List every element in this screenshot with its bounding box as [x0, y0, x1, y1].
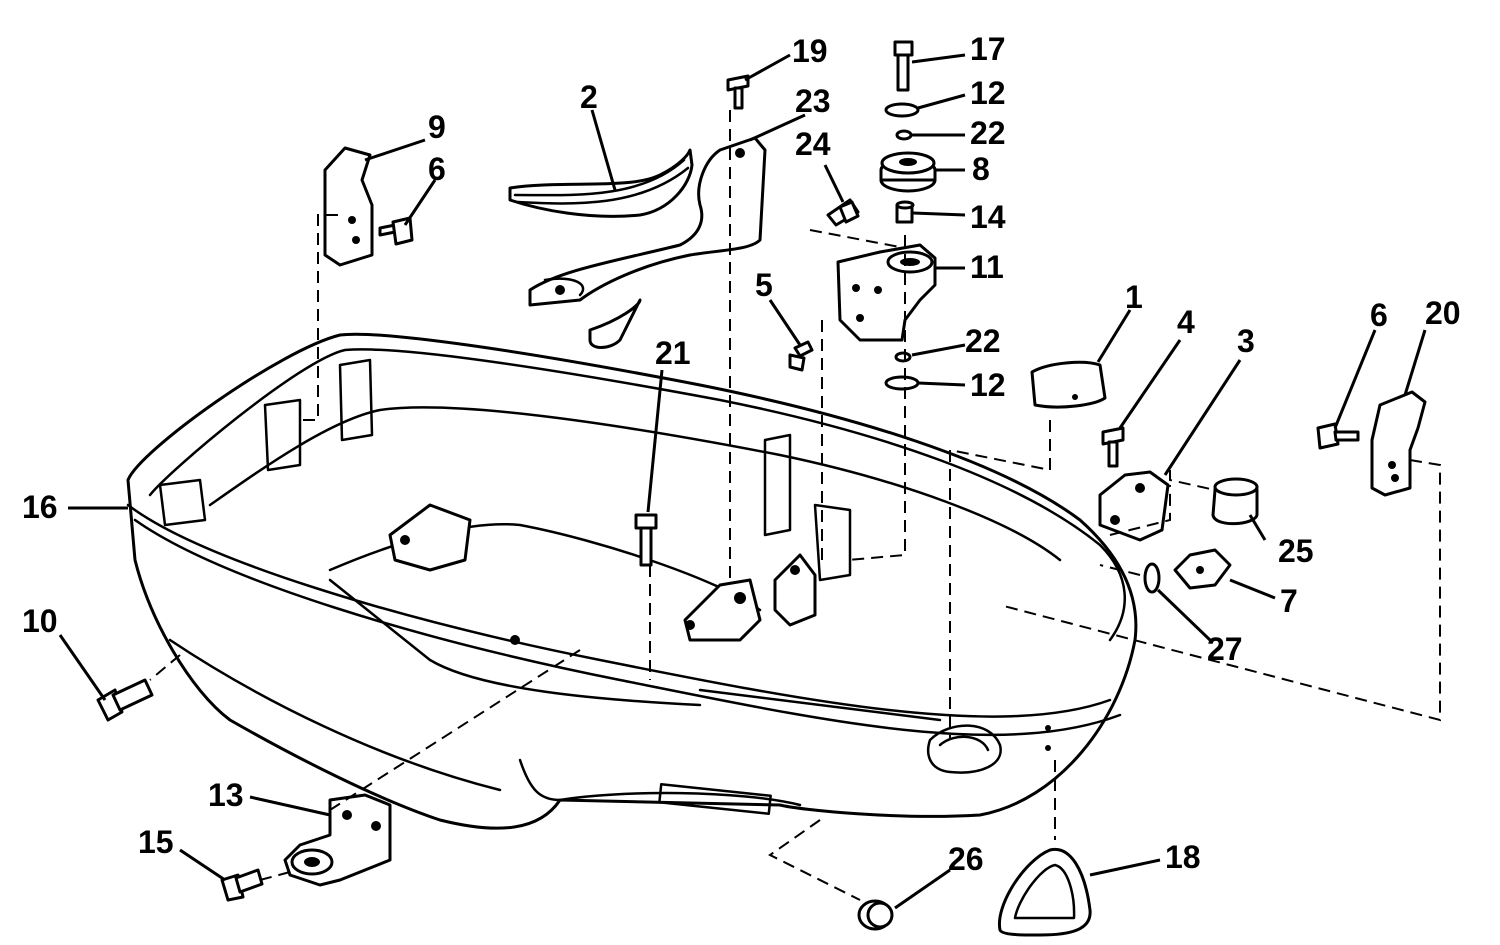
bracket-part-23 — [528, 136, 767, 349]
callout-21: 21 — [655, 335, 691, 371]
assembly-lines — [149, 110, 1441, 901]
plug-part-26 — [857, 899, 894, 931]
knob-part-25 — [1211, 477, 1259, 526]
callout-labels: 1 2 3 4 5 6 6 7 8 9 10 11 12 12 13 14 15… — [22, 31, 1461, 877]
callout-4: 4 — [1177, 304, 1195, 340]
callout-19: 19 — [792, 33, 828, 69]
bracket-part-13 — [283, 793, 392, 887]
callout-15: 15 — [138, 824, 174, 860]
callout-23: 23 — [795, 83, 831, 119]
callout-18: 18 — [1165, 839, 1201, 875]
grommet-part-8 — [879, 151, 937, 193]
callout-9: 9 — [428, 109, 446, 145]
screw-part-4 — [1101, 426, 1125, 468]
lower-cowl — [126, 332, 1138, 830]
washer-part-12-top — [884, 102, 920, 118]
callout-25: 25 — [1278, 533, 1314, 569]
callout-16: 16 — [22, 489, 58, 525]
callout-6-left: 6 — [428, 151, 446, 187]
gasket-part-18 — [997, 847, 1092, 937]
leader-lines — [58, 53, 1427, 910]
fitting-part-7 — [1173, 548, 1232, 590]
bolt-part-17 — [893, 40, 914, 92]
callout-11: 11 — [970, 249, 1004, 285]
callout-12-lower: 12 — [970, 367, 1006, 403]
screw-part-10 — [96, 678, 154, 722]
callout-22-lower: 22 — [965, 323, 1001, 359]
bracket-part-9 — [323, 146, 374, 267]
callout-22-top: 22 — [970, 115, 1006, 151]
cap-part-1 — [1030, 360, 1107, 409]
callout-12-top: 12 — [970, 75, 1006, 111]
callout-24: 24 — [795, 126, 831, 162]
callout-26: 26 — [948, 841, 984, 877]
callout-10: 10 — [22, 603, 58, 639]
screw-part-24 — [826, 198, 860, 227]
bracket-part-3 — [1098, 470, 1170, 542]
callout-14: 14 — [970, 199, 1006, 235]
sleeve-part-14 — [895, 200, 915, 224]
seal-part-2 — [508, 148, 694, 218]
bracket-part-20 — [1370, 390, 1427, 497]
callout-6-right: 6 — [1370, 297, 1388, 333]
screw-part-5 — [788, 340, 814, 372]
callout-3: 3 — [1237, 323, 1255, 359]
lockwasher-part-22-lower — [894, 351, 912, 363]
callout-2: 2 — [580, 79, 598, 115]
callout-8: 8 — [972, 151, 990, 187]
callout-1: 1 — [1125, 279, 1143, 315]
screw-part-19 — [726, 74, 750, 110]
callout-5: 5 — [755, 267, 773, 303]
callout-20: 20 — [1425, 295, 1461, 331]
bolt-part-6-left — [378, 216, 414, 246]
screw-part-15 — [220, 868, 264, 902]
washer-part-12-lower — [884, 375, 920, 391]
callout-13: 13 — [208, 777, 244, 813]
callout-7: 7 — [1280, 583, 1298, 619]
mount-bracket-part-11 — [836, 243, 937, 342]
bolt-part-6-right — [1316, 422, 1360, 450]
lockwasher-part-22-top — [895, 129, 913, 141]
callout-17: 17 — [970, 31, 1006, 67]
washer-part-27 — [1143, 562, 1161, 594]
callout-27: 27 — [1207, 631, 1243, 667]
